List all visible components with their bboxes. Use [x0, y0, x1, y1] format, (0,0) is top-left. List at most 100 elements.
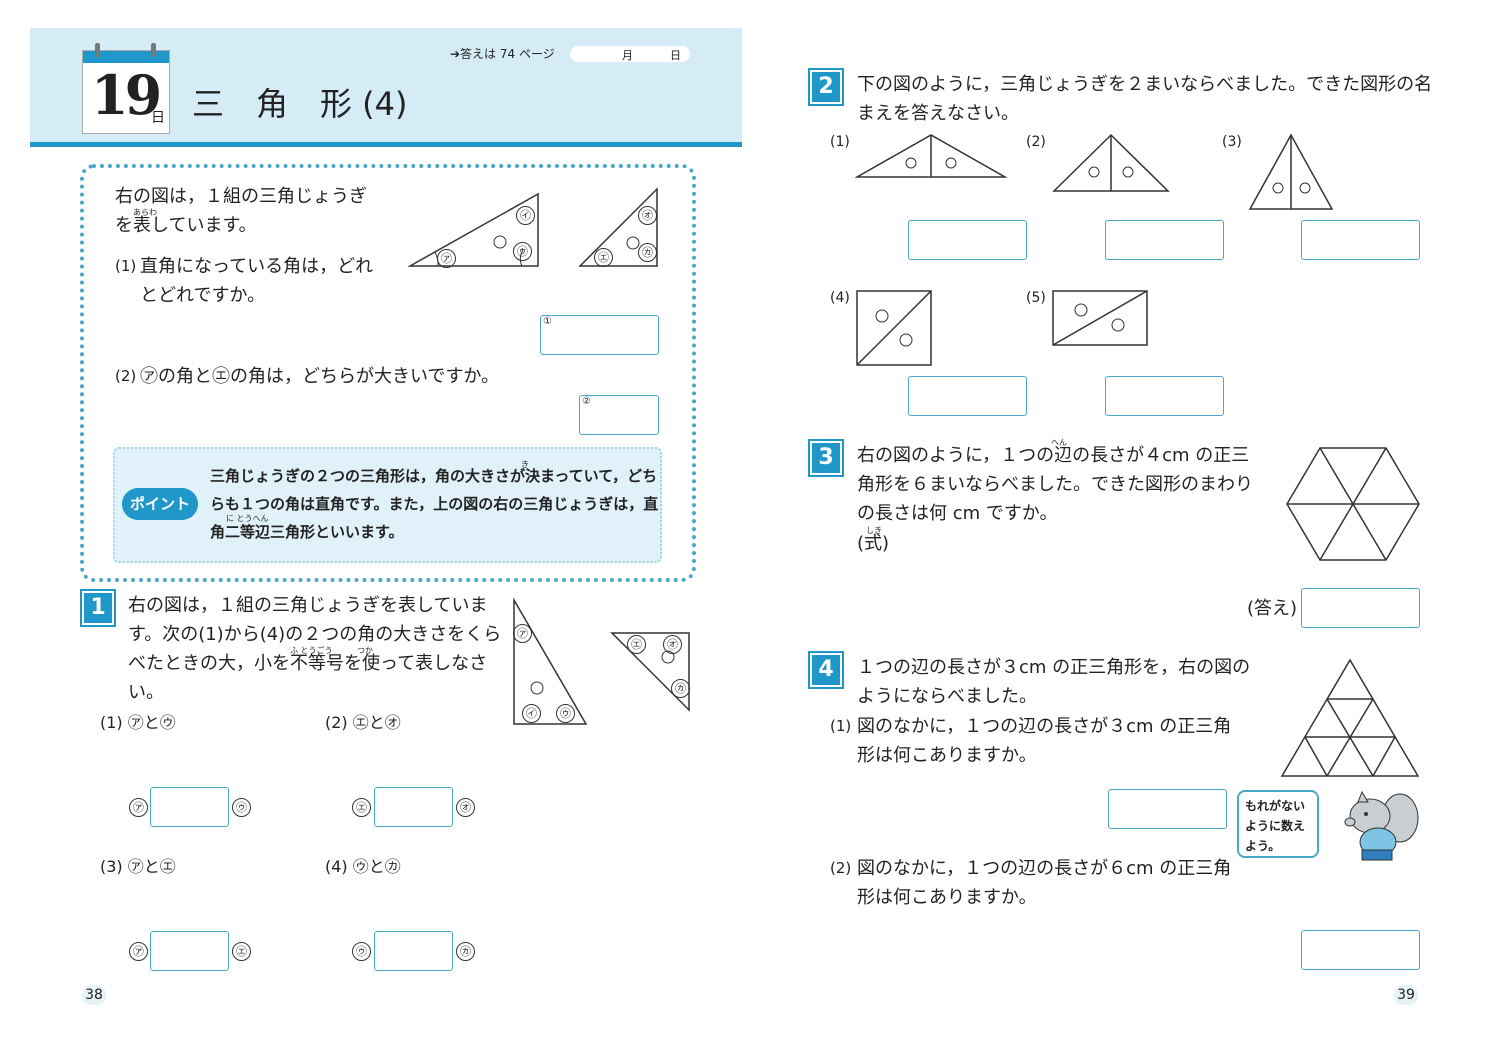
q2-answer-2[interactable]	[1105, 220, 1224, 260]
q1-item-1-label: (1) ㋐と㋒	[100, 713, 176, 732]
point-box	[113, 447, 662, 563]
q4-line-1: １つの辺の長さが３cm の正三角形を，右の図の	[857, 657, 1251, 678]
q3-line-1: 右の図のように，１つの辺の長さが４cm の正三	[857, 445, 1250, 466]
q1-item-3-right: ㋓	[232, 942, 251, 961]
q4-part-1-line-2: 形は何こありますか。	[857, 745, 1037, 766]
page-number-right: 39	[1394, 985, 1418, 1005]
answer-reference: ➔答えは 74 ページ	[450, 47, 555, 61]
intro-triangle-45	[578, 187, 658, 267]
q1-line-1: 右の図は，１組の三角じょうぎを表していま	[128, 595, 488, 616]
ruby-futougou: ふ とうごう	[290, 646, 333, 655]
tri-label-e: ㋓	[594, 248, 613, 267]
q1-item-4-label: (4) ㋒と㋕	[325, 857, 401, 876]
point-line-3: 角二等辺三角形といいます。	[210, 523, 404, 541]
ruby-arawa: あらわ	[133, 208, 157, 217]
intro-q1-num: (1)	[115, 257, 137, 275]
q1-tri-label-e: ㋓	[627, 635, 646, 654]
q2-figure-2	[1052, 133, 1170, 192]
q4-answer-1[interactable]	[1108, 789, 1227, 829]
q4-part-1-num: (1)	[830, 717, 852, 735]
q2-answer-1[interactable]	[908, 220, 1027, 260]
q2-answer-4[interactable]	[908, 376, 1027, 416]
box-label-2: ②	[582, 396, 591, 407]
q2-part-3: (3)	[1222, 134, 1242, 150]
q2-part-5: (5)	[1026, 290, 1046, 306]
hint-bubble: もれがない ように数え よう。	[1237, 790, 1319, 858]
tri-label-ka: ㋕	[638, 243, 657, 262]
q2-answer-5[interactable]	[1105, 376, 1224, 416]
intro-answer-box-1[interactable]: ①	[540, 315, 659, 355]
q1-item-2-label: (2) ㋓と㋔	[325, 713, 401, 732]
q1-item-1-left: ㋐	[129, 798, 148, 817]
tri-label-i: ㋑	[516, 206, 535, 225]
q2-line-2: まえを答えなさい。	[857, 103, 1019, 124]
question-2-number: 2	[808, 68, 844, 106]
q1-tri-label-ka: ㋕	[671, 679, 690, 698]
q1-item-4-left: ㋒	[352, 942, 371, 961]
q3-formula-label: (式)	[857, 533, 890, 554]
squirrel-icon	[1344, 790, 1419, 861]
q2-figure-5	[1052, 290, 1148, 346]
point-badge: ポイント	[122, 488, 198, 520]
intro-q2-num: (2)	[115, 367, 137, 385]
month-label: 月	[622, 49, 633, 62]
q4-part-2-line-2: 形は何こありますか。	[857, 887, 1037, 908]
q4-part-1-line-1: 図のなかに，１つの辺の長さが３cm の正三角	[857, 716, 1232, 737]
q1-tri-label-i: ㋑	[522, 704, 541, 723]
q1-item-2-left: ㋓	[352, 798, 371, 817]
intro-text-1: 右の図は，１組の三角じょうぎ	[115, 186, 367, 207]
q3-answer[interactable]	[1301, 588, 1420, 628]
q4-answer-2[interactable]	[1301, 930, 1420, 970]
question-4-number: 4	[808, 651, 844, 689]
bubble-line-2: ように数え	[1245, 819, 1306, 833]
point-line-1: 三角じょうぎの２つの三角形は，角の大きさが決まっていて，どち	[210, 467, 658, 485]
q2-figure-3	[1248, 133, 1334, 210]
date-field[interactable]: 月 日	[570, 46, 690, 62]
q4-part-2-line-1: 図のなかに，１つの辺の長さが６cm の正三角	[857, 858, 1232, 879]
q2-figure-4	[856, 290, 932, 366]
question-3-number: 3	[808, 439, 844, 477]
q2-answer-3[interactable]	[1301, 220, 1420, 260]
tri-label-o: ㋔	[638, 206, 657, 225]
intro-q1-text-1: 直角になっている角は，どれ	[140, 256, 374, 277]
q2-part-1: (1)	[830, 134, 850, 150]
ruby-nitouhen: に とうへん	[226, 514, 269, 523]
bubble-line-1: もれがない	[1245, 799, 1306, 813]
q1-item-1-answer[interactable]	[150, 787, 229, 827]
day-number: 19	[91, 63, 162, 127]
q2-part-2: (2)	[1026, 134, 1046, 150]
q1-item-2-answer[interactable]	[374, 787, 453, 827]
ruby-shiki: しき	[866, 526, 882, 535]
intro-box	[80, 164, 696, 582]
q1-item-3-answer[interactable]	[150, 931, 229, 971]
day-label: 日	[670, 49, 681, 62]
q1-tri-label-a: ㋐	[513, 624, 532, 643]
page-title: 三 角 形 (4)	[192, 85, 408, 123]
q4-part-2-num: (2)	[830, 859, 852, 877]
point-line-2: らも１つの角は直角です。また，上の図の右の三角じょうぎは，直	[210, 495, 659, 513]
question-1-number: 1	[80, 589, 116, 627]
header-underline	[30, 142, 742, 147]
q2-part-4: (4)	[830, 290, 850, 306]
ruby-tsuka: つか	[357, 646, 373, 655]
q1-line-4: い。	[128, 682, 164, 703]
ruby-ki: き	[521, 460, 529, 469]
q1-tri-label-o: ㋔	[663, 635, 682, 654]
q1-tri-label-u: ㋒	[556, 704, 575, 723]
bubble-line-3: よう。	[1245, 839, 1281, 853]
q1-item-4-answer[interactable]	[374, 931, 453, 971]
intro-text-2: を表しています。	[115, 215, 257, 236]
q2-line-1: 下の図のように，三角じょうぎを２まいならべました。できた図形の名	[857, 74, 1433, 95]
page-number-left: 38	[82, 985, 106, 1005]
intro-answer-box-2[interactable]: ②	[579, 395, 659, 435]
ruby-hen: へん	[1051, 438, 1067, 447]
q3-line-3: の長さは何 cm ですか。	[857, 503, 1058, 524]
q4-triangle-grid	[1280, 658, 1420, 777]
q3-answer-label: (答え)	[1247, 598, 1298, 619]
tri-label-u: ㋒	[513, 242, 532, 261]
q2-figure-1	[855, 134, 1007, 178]
tri-label-a: ㋐	[437, 249, 456, 268]
q1-triangle-30-60	[513, 597, 588, 725]
q1-line-3: べたときの大，小を不等号を使って表しなさ	[128, 653, 488, 674]
q1-item-1-right: ㋒	[232, 798, 251, 817]
